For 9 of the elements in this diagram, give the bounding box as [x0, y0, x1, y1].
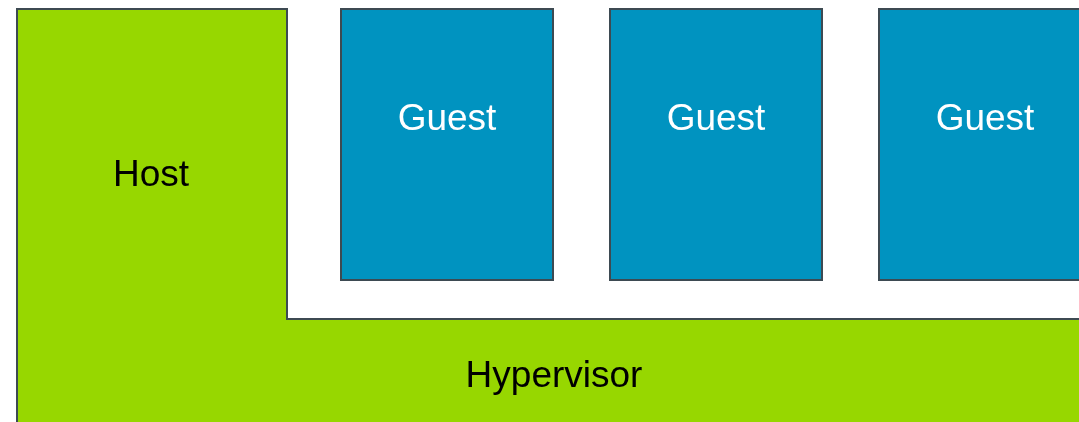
host-hypervisor-block	[16, 8, 1079, 422]
node-label: Guest	[935, 97, 1035, 139]
guest-box	[878, 8, 1079, 281]
node-label: Guest	[666, 97, 766, 139]
node-label: Guest	[397, 97, 497, 139]
guest-box	[340, 8, 554, 281]
guest-box	[609, 8, 823, 281]
node-label: Hypervisor	[465, 354, 643, 396]
node-label: Host	[112, 153, 190, 195]
